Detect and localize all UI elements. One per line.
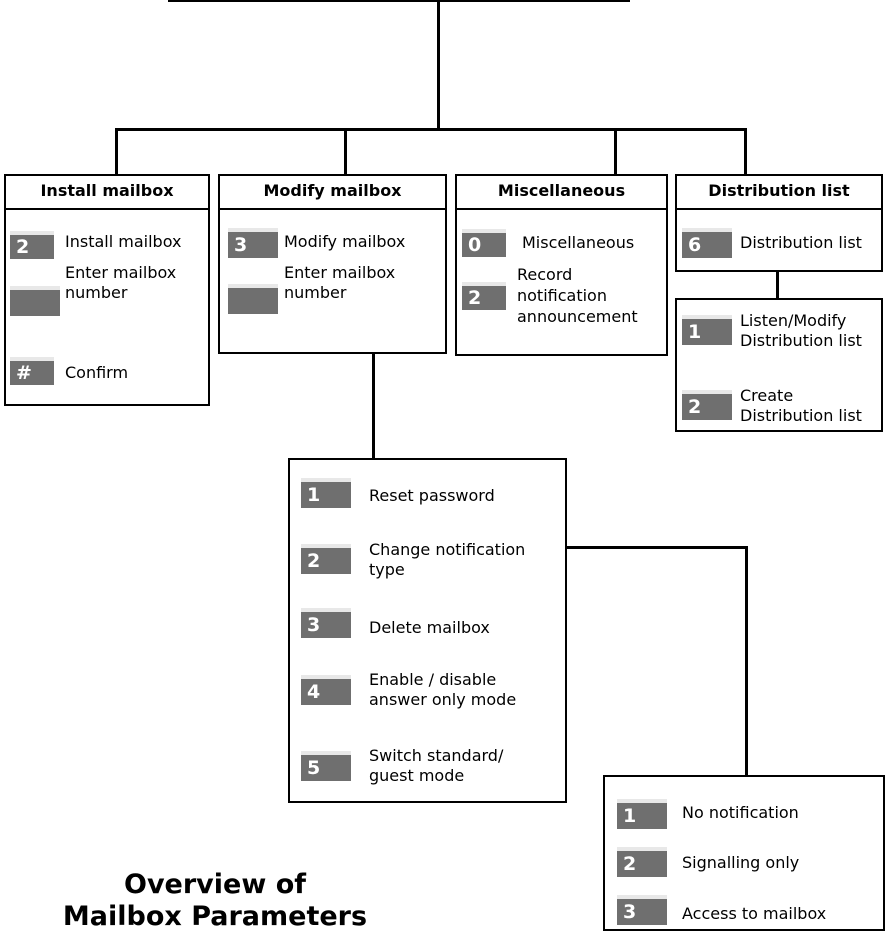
key-3-icon: 3 [301,608,351,638]
key-1-icon: 1 [682,315,732,345]
item-label: Switch standard/ guest mode [369,746,504,785]
key-2-icon: 2 [617,847,667,877]
dist-sub-connector [776,270,779,300]
header-miscellaneous: Miscellaneous [455,174,668,210]
notification-h-connector [565,546,748,549]
item-label: Change notification type [369,540,526,579]
key-1-icon: 1 [617,799,667,829]
header-install-mailbox: Install mailbox [4,174,210,210]
item-label: Install mailbox [65,232,182,251]
item-label: Enter mailbox number [65,263,177,302]
header-distribution-list: Distribution list [675,174,883,210]
key-2-icon: 2 [462,282,506,310]
item-label: Access to mailbox [682,904,827,923]
item-label: Modify mailbox [284,232,406,251]
item-label: Enter mailbox number [284,263,396,302]
item-label: No notification [682,803,799,822]
drop-line-install [115,128,118,174]
item-label: Miscellaneous [522,233,635,252]
item-label: Delete mailbox [369,618,490,637]
top-bar-line [168,0,630,2]
key-hash-icon: # [10,357,54,385]
diagram-title-line2: Mailbox Parameters [62,901,368,932]
header-modify-mailbox: Modify mailbox [218,174,447,210]
diagram-title-line1: Overview of [124,869,306,900]
key-3-icon: 3 [617,895,667,925]
item-label: Listen/Modify Distribution list [740,311,862,350]
key-4-icon: 4 [301,675,351,705]
item-label: Record notification announcement [517,265,638,326]
key-2-icon: 2 [301,544,351,574]
branch-bar-line [115,128,747,131]
item-label: Distribution list [740,233,862,252]
drop-line-modify [344,128,347,174]
key-5-icon: 5 [301,751,351,781]
key-3-icon: 3 [228,228,278,258]
item-label: Signalling only [682,853,800,872]
key-2-icon: 2 [10,231,54,259]
item-label: Confirm [65,363,129,382]
drop-line-misc [614,128,617,174]
trunk-line [437,0,440,130]
modify-sub-connector [372,350,375,460]
key-1-icon: 1 [301,478,351,508]
item-label: Enable / disable answer only mode [369,670,517,709]
notification-v-connector [745,546,748,776]
key-6-icon: 6 [682,228,732,258]
key-blank-icon [228,284,278,314]
item-label: Create Distribution list [740,386,862,425]
drop-line-dist [744,128,747,174]
item-label: Reset password [369,486,495,505]
key-2-icon: 2 [682,390,732,420]
key-0-icon: 0 [462,229,506,257]
key-blank-icon [10,286,60,316]
